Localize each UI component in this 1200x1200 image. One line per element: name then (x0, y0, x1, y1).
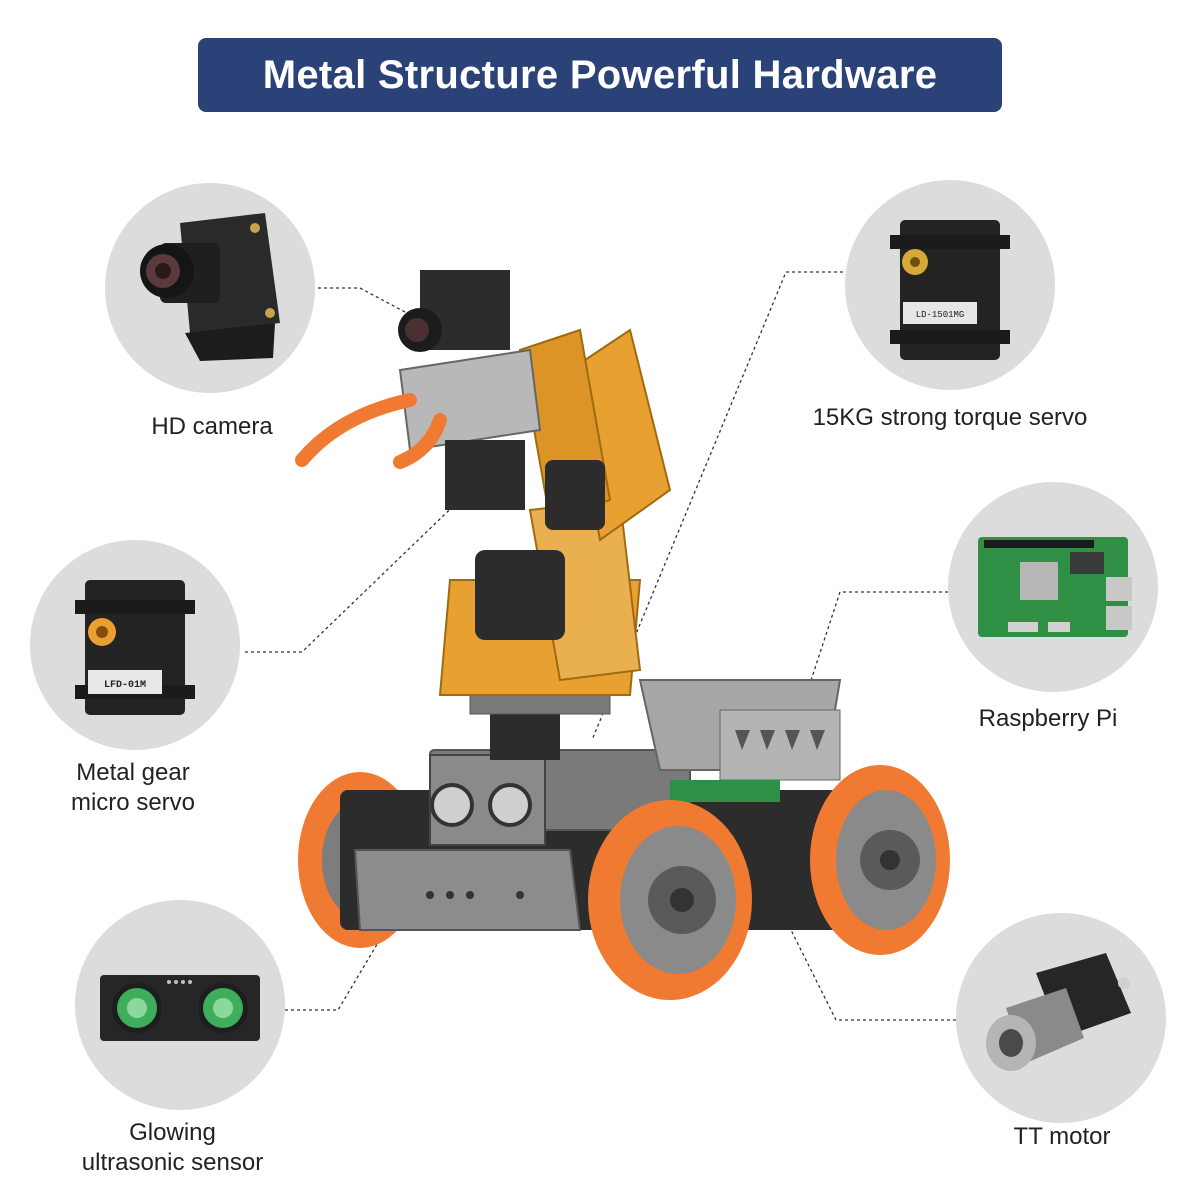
robot-car-illustration (295, 270, 950, 1000)
raspberry-pi-label: Raspberry Pi (978, 705, 1118, 732)
micro-servo-label-line2: micro servo (70, 789, 196, 816)
leader-line-torque-servo (591, 271, 843, 741)
torque-servo-circle: LD-1501MG (845, 180, 1055, 390)
hd-camera-circle (105, 183, 315, 393)
camera-module-icon (140, 213, 280, 361)
ultrasonic-label-line2: ultrasonic sensor (81, 1149, 264, 1176)
tt-motor-label: TT motor (1013, 1123, 1111, 1150)
page-title: Metal Structure Powerful Hardware (262, 52, 938, 97)
ultrasonic-circle (75, 900, 285, 1110)
ultrasonic-label-line1: Glowing (129, 1119, 216, 1146)
torque-servo-marking: LD-1501MG (916, 310, 965, 320)
servo-icon: LD-1501MG (890, 220, 1010, 360)
front-right-mecanum-wheel (810, 765, 950, 955)
ultrasonic-sensor-icon (100, 975, 260, 1041)
front-left-mecanum-wheel (588, 800, 752, 1000)
torque-servo-label: 15KG strong torque servo (812, 404, 1088, 431)
gear-motor-icon (986, 953, 1131, 1071)
leader-line-camera (318, 287, 421, 321)
micro-servo-marking: LFD-01M (104, 680, 146, 691)
tt-motor-circle (956, 913, 1166, 1123)
micro-servo-circle: LFD-01M (30, 540, 240, 750)
title-banner: Metal Structure Powerful Hardware (198, 38, 1002, 112)
raspberry-pi-circle (948, 482, 1158, 692)
micro-servo-label: Metal gear micro servo (33, 758, 233, 818)
micro-servo-label-line1: Metal gear (76, 759, 190, 786)
leader-line-tt-motor (784, 917, 956, 1021)
circuit-board-icon (978, 537, 1132, 637)
ultrasonic-label: Glowing ultrasonic sensor (45, 1118, 300, 1178)
hd-camera-label: HD camera (151, 413, 273, 440)
micro-servo-icon: LFD-01M (75, 580, 195, 715)
leader-line-micro-servo (245, 489, 471, 653)
